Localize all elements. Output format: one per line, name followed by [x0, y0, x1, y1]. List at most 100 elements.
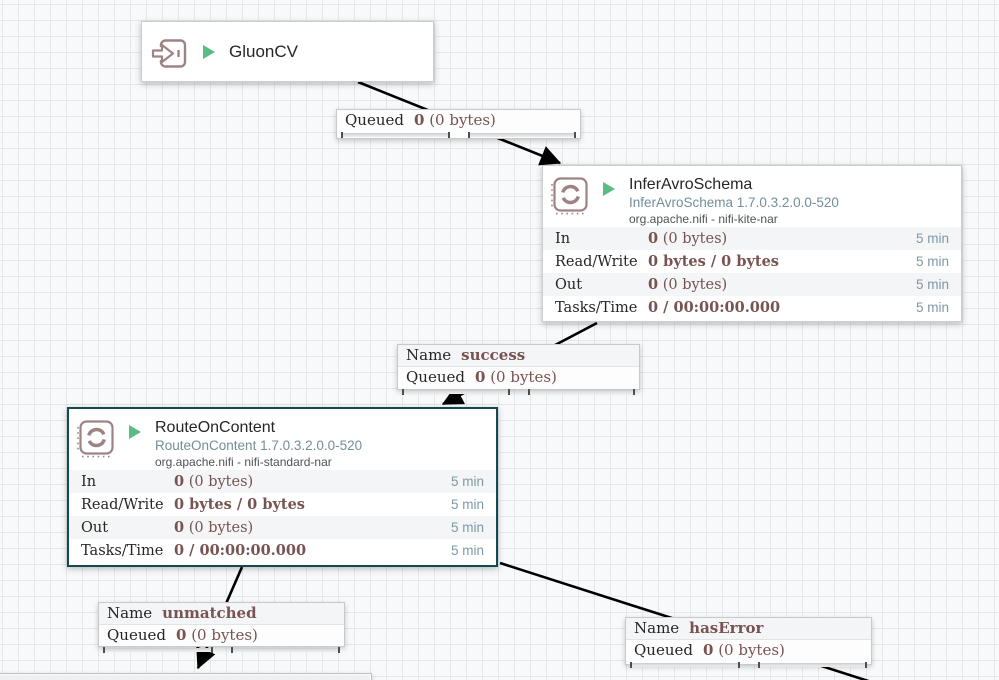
- run-status-icon: [129, 425, 141, 439]
- stat-time-window: 5 min: [450, 474, 484, 489]
- queue-capacity-bars: [626, 661, 871, 670]
- stat-value-rest: (0 bytes): [658, 231, 728, 247]
- connection-label-haserror[interactable]: Name hasError Queued 0 (0 bytes): [625, 617, 872, 668]
- queued-count: 0: [175, 626, 187, 644]
- queued-value: 0 (0 bytes): [703, 641, 785, 659]
- connection-label-queued[interactable]: Queued 0 (0 bytes): [336, 109, 581, 139]
- stat-label: In: [555, 230, 571, 247]
- input-port-icon: [150, 32, 190, 72]
- port-header: GluonCV: [142, 22, 433, 81]
- queue-capacity-bars: [337, 131, 580, 140]
- processor-stats: In 0 (0 bytes) 5 min Read/Write 0 bytes …: [543, 227, 961, 319]
- name-row: Name unmatched: [99, 603, 344, 625]
- stat-label: Tasks/Time: [555, 299, 638, 316]
- name-key: Name: [634, 619, 680, 637]
- processor-routeoncontent[interactable]: RouteOnContent RouteOnContent 1.7.0.3.2.…: [67, 407, 498, 567]
- partial-component-bottom[interactable]: [0, 673, 372, 680]
- queue-capacity-bars: [398, 388, 639, 397]
- processor-header: RouteOnContent RouteOnContent 1.7.0.3.2.…: [69, 409, 496, 470]
- stat-value-strong: 0: [174, 519, 185, 536]
- stat-value-strong: 0: [648, 230, 659, 247]
- stat-time-window: 5 min: [450, 543, 484, 558]
- queued-row: Queued 0 (0 bytes): [337, 110, 580, 131]
- name-value: hasError: [689, 619, 764, 637]
- queued-count: 0: [474, 368, 486, 386]
- stat-time-window: 5 min: [915, 300, 949, 315]
- queue-size-bar: [527, 389, 636, 395]
- stat-value: 0 bytes / 0 bytes: [648, 253, 916, 270]
- stat-time-window: 5 min: [915, 231, 949, 246]
- stat-value-strong: 0 bytes / 0 bytes: [174, 496, 305, 513]
- stat-row-taskstime: Tasks/Time 0 / 00:00:00.000 5 min: [543, 296, 961, 319]
- name-key: Name: [406, 346, 452, 364]
- stat-time-window: 5 min: [450, 520, 484, 535]
- processor-type-version: RouteOnContent 1.7.0.3.2.0.0-520: [155, 438, 363, 453]
- stat-time-window: 5 min: [915, 277, 949, 292]
- processor-titles: InferAvroSchema InferAvroSchema 1.7.0.3.…: [629, 175, 839, 227]
- queued-row: Queued 0 (0 bytes): [99, 625, 344, 646]
- run-status-icon: [603, 182, 615, 196]
- name-row: Name success: [398, 345, 639, 367]
- stat-row-out: Out 0 (0 bytes) 5 min: [543, 273, 961, 296]
- stat-value-rest: (0 bytes): [658, 277, 728, 293]
- name-row: Name hasError: [626, 618, 871, 640]
- name-key: Name: [107, 604, 153, 622]
- stat-label: Read/Write: [555, 253, 638, 270]
- queued-key: Queued: [634, 641, 693, 659]
- stat-label: Tasks/Time: [81, 542, 164, 559]
- stat-time-window: 5 min: [915, 254, 949, 269]
- processor-name: InferAvroSchema: [629, 176, 753, 193]
- name-value: success: [461, 346, 526, 364]
- processor-header: InferAvroSchema InferAvroSchema 1.7.0.3.…: [543, 166, 961, 227]
- name-value: unmatched: [162, 604, 257, 622]
- processor-titles: RouteOnContent RouteOnContent 1.7.0.3.2.…: [155, 418, 362, 470]
- queued-key: Queued: [107, 626, 166, 644]
- queue-size-bar: [757, 662, 868, 668]
- stat-value-strong: 0 / 00:00:00.000: [174, 542, 307, 559]
- connection-label-success[interactable]: Name success Queued 0 (0 bytes): [397, 344, 640, 395]
- stat-label: Out: [555, 276, 583, 293]
- queue-count-bar: [103, 647, 213, 653]
- queue-count-bar: [402, 389, 510, 395]
- stat-row-readwrite: Read/Write 0 bytes / 0 bytes 5 min: [543, 250, 961, 273]
- processor-bundle: org.apache.nifi - nifi-standard-nar: [155, 455, 332, 469]
- queued-row: Queued 0 (0 bytes): [626, 640, 871, 661]
- queued-row: Queued 0 (0 bytes): [398, 367, 639, 388]
- stat-value: 0 (0 bytes): [174, 473, 451, 490]
- queued-value: 0 (0 bytes): [475, 368, 557, 386]
- queued-key: Queued: [406, 368, 465, 386]
- queued-size: (0 bytes): [485, 368, 557, 386]
- stat-label: Read/Write: [81, 496, 164, 513]
- queued-value: 0 (0 bytes): [414, 111, 496, 129]
- processor-bundle: org.apache.nifi - nifi-kite-nar: [629, 212, 778, 226]
- queue-count-bar: [341, 132, 450, 138]
- stat-value-rest: (0 bytes): [184, 520, 254, 536]
- stat-value: 0 (0 bytes): [648, 230, 916, 247]
- processor-stats: In 0 (0 bytes) 5 min Read/Write 0 bytes …: [69, 470, 496, 562]
- partial-component-strip: [0, 675, 370, 680]
- stat-row-out: Out 0 (0 bytes) 5 min: [69, 516, 496, 539]
- queued-count: 0: [702, 641, 714, 659]
- stat-value: 0 (0 bytes): [648, 276, 916, 293]
- connection-label-unmatched[interactable]: Name unmatched Queued 0 (0 bytes): [98, 602, 345, 653]
- queue-size-bar: [467, 132, 577, 138]
- input-port-gluoncv[interactable]: GluonCV: [141, 21, 434, 82]
- stat-value-strong: 0 / 00:00:00.000: [648, 299, 781, 316]
- stat-value-strong: 0: [648, 276, 659, 293]
- stat-label: Out: [81, 519, 109, 536]
- stat-value: 0 bytes / 0 bytes: [174, 496, 451, 513]
- queued-value: 0 (0 bytes): [176, 626, 258, 644]
- stat-row-taskstime: Tasks/Time 0 / 00:00:00.000 5 min: [69, 539, 496, 562]
- queue-capacity-bars: [99, 646, 344, 655]
- processor-inferavroschema[interactable]: InferAvroSchema InferAvroSchema 1.7.0.3.…: [542, 165, 962, 322]
- queued-count: 0: [413, 111, 425, 129]
- stat-value-rest: (0 bytes): [184, 474, 254, 490]
- queued-key: Queued: [345, 111, 404, 129]
- queue-size-bar: [230, 647, 341, 653]
- queued-size: (0 bytes): [424, 111, 496, 129]
- processor-stamp-icon: [550, 175, 590, 215]
- queued-size: (0 bytes): [713, 641, 785, 659]
- stat-row-readwrite: Read/Write 0 bytes / 0 bytes 5 min: [69, 493, 496, 516]
